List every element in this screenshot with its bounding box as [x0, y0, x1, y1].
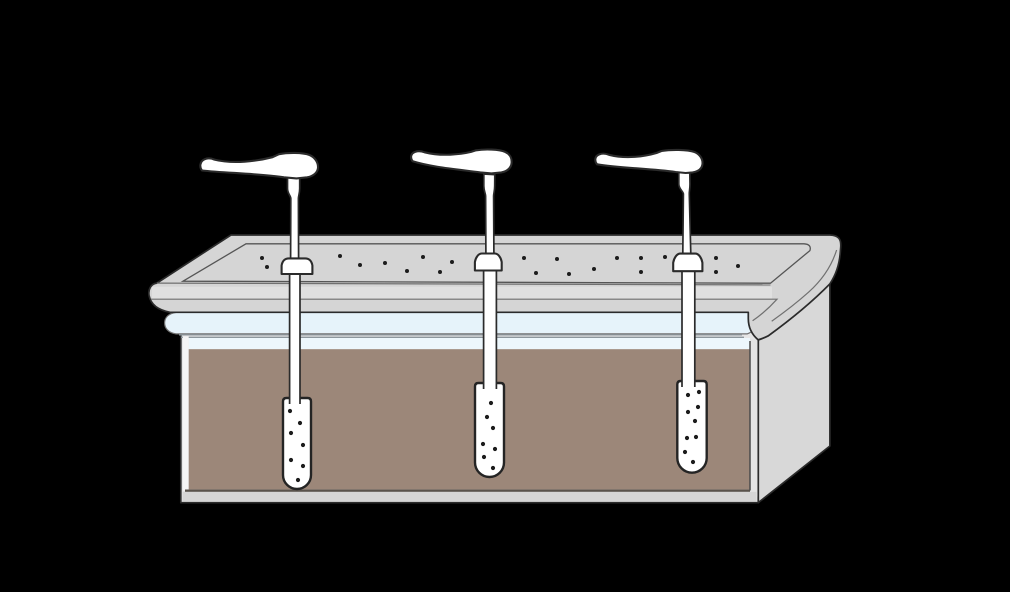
- pump-3-intake-holes: [682, 389, 702, 465]
- pump-3-head: [594, 148, 704, 175]
- inner-wall-right: [750, 339, 759, 497]
- lid-corner-curve-line: [771, 249, 838, 322]
- pump-2-stem: [482, 173, 496, 255]
- pump-1-intake-holes: [287, 408, 306, 483]
- pump-2-tube: [483, 268, 497, 391]
- pump-1-head: [199, 151, 320, 180]
- glass-band-lower: [188, 338, 750, 350]
- container-front: [163, 310, 760, 504]
- pump-2-intake-holes: [480, 400, 498, 471]
- lid-front-band: [152, 286, 772, 299]
- pump-3: [594, 148, 708, 474]
- bottom-frame: [182, 491, 757, 502]
- lid-front-edge-line: [156, 282, 771, 286]
- lid-moulding-line: [151, 298, 779, 322]
- pump-3-tube: [682, 269, 695, 389]
- inner-wall-left: [182, 336, 189, 491]
- pump-2: [410, 148, 513, 479]
- pump-1-tube: [289, 272, 300, 406]
- pump-3-intake-cylinder: [676, 379, 708, 474]
- lid-tray-surface: [180, 243, 811, 284]
- pump-1-intake-cylinder: [281, 396, 313, 491]
- pumps: [199, 148, 708, 491]
- pump-2-tube-edges: [482, 268, 498, 389]
- pump-3-collar: [672, 252, 704, 273]
- pump-2-intake-cylinder: [473, 381, 506, 479]
- pump-2-collar: [473, 252, 503, 272]
- glass-band-upper: [164, 312, 758, 334]
- lid-speckles: [260, 254, 740, 276]
- pump-2-head: [410, 148, 513, 175]
- pump-1-tube-edges: [288, 272, 301, 404]
- liquid: [188, 349, 750, 490]
- pump-3-tube-edges: [681, 269, 696, 387]
- pump-1-collar: [280, 257, 314, 276]
- pump-1: [199, 151, 320, 491]
